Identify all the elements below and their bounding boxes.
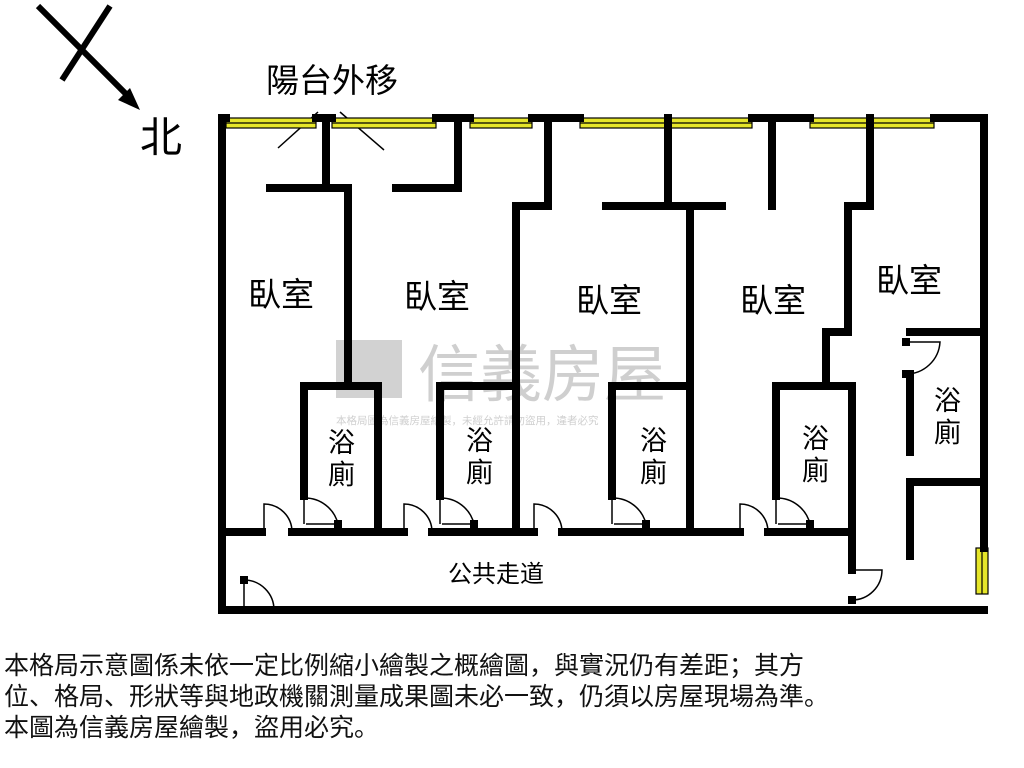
north-arrow-icon [118, 88, 140, 110]
door-swing [533, 503, 563, 533]
compass-arrow-line [35, 3, 131, 99]
floor-plan: 北 陽台外移 信義房屋 本格局圖為信義房屋繪製，未經允許請勿盜用，違者必究 [35, 3, 989, 614]
door-swing [775, 497, 811, 525]
room-label-bedroom: 臥室 [248, 275, 314, 314]
door-swing [263, 503, 293, 533]
bathroom-label: 浴 [640, 426, 667, 457]
door-swing [243, 579, 275, 611]
room-label-bedroom: 臥室 [404, 277, 470, 316]
room-label-bedroom: 臥室 [740, 281, 806, 320]
disclaimer: 本格局示意圖係未依一定比例縮小繪製之概繪圖，與實況仍有差距；其方 位、格局、形狀… [4, 650, 1020, 743]
bathroom-label: 浴 [802, 424, 829, 455]
north-label: 北 [140, 113, 182, 162]
door-hinges [240, 338, 910, 604]
bathroom-label: 廁 [802, 456, 829, 487]
compass-cross-line [59, 4, 113, 82]
bathroom-label: 浴 [934, 386, 961, 417]
room-label-bedroom: 臥室 [576, 281, 642, 320]
door-swing [739, 503, 769, 533]
bathroom-label: 廁 [934, 418, 961, 449]
bathroom-label: 廁 [640, 458, 667, 489]
walls [218, 114, 988, 614]
door-swing [905, 341, 941, 375]
bathroom-label: 浴 [466, 426, 493, 457]
room-label-bedroom: 臥室 [876, 261, 942, 300]
door-swing [303, 497, 339, 525]
door-swing [403, 503, 433, 533]
disclaimer-line: 本圖為信義房屋繪製，盜用必究。 [4, 713, 380, 742]
bathroom-label: 廁 [328, 460, 355, 491]
bathroom-label: 廁 [466, 458, 493, 489]
compass: 北 [35, 3, 182, 162]
balcony-note: 陽台外移 [266, 61, 398, 100]
corridor-label: 公共走道 [448, 560, 544, 588]
bathroom-label: 浴 [328, 428, 355, 459]
disclaimer-line: 位、格局、形狀等與地政機關測量成果圖未必一致，仍須以房屋現場為準。 [4, 682, 830, 711]
door-swing [851, 569, 883, 601]
watermark-notice: 本格局圖為信義房屋繪製，未經允許請勿盜用，違者必究 [336, 414, 599, 427]
doors [243, 341, 941, 611]
watermark-brand: 信義房屋 [418, 338, 666, 411]
door-swing [611, 497, 647, 525]
disclaimer-line: 本格局示意圖係未依一定比例縮小繪製之概繪圖，與實況仍有差距；其方 [4, 651, 805, 680]
door-swing [439, 497, 475, 525]
